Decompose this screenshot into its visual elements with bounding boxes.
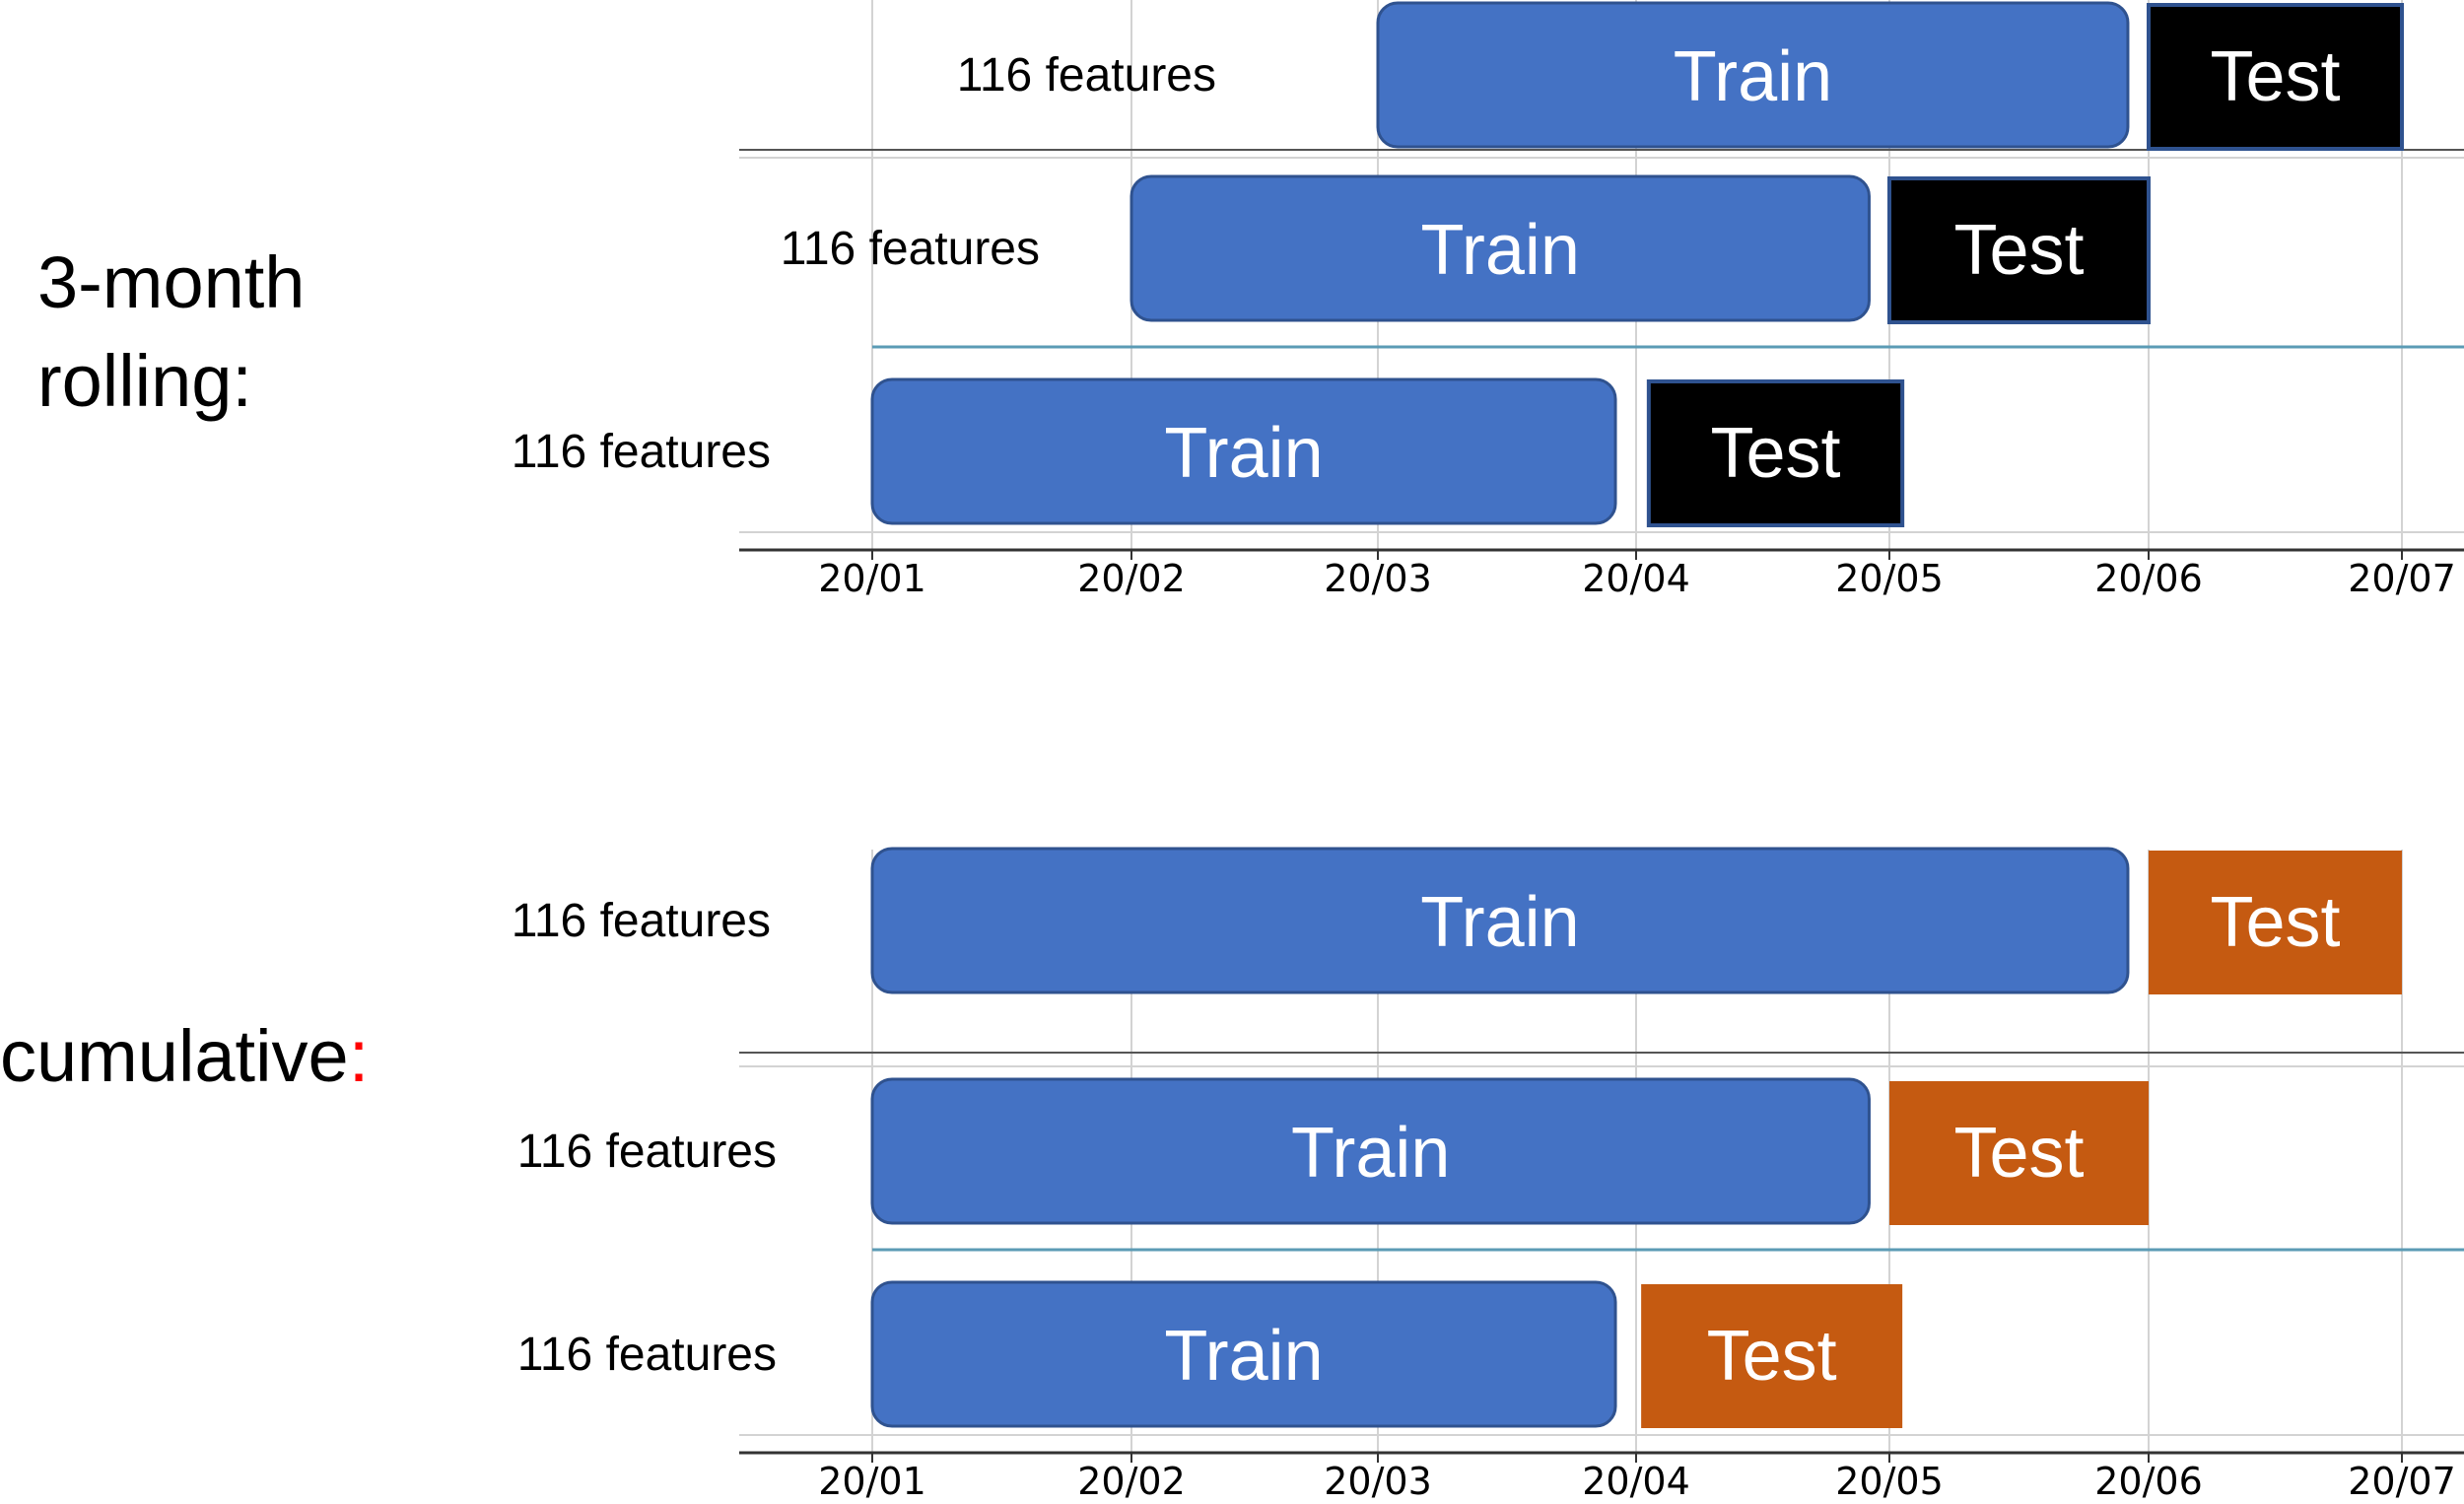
rolling-x-axis: 20/01 20/02 20/03 20/04 20/05 20/06 20/07 (739, 548, 2464, 600)
train-bar-label: Train (1421, 211, 1580, 290)
train-bar-label: Train (1420, 883, 1579, 962)
cumulative-label-colon: : (349, 1015, 370, 1097)
test-bar (2147, 3, 2404, 151)
features-label: 116 features (512, 426, 771, 478)
test-bar (2149, 851, 2402, 994)
rolling-label-line1: 3-month (37, 241, 305, 323)
train-bar-label: Train (1291, 1114, 1450, 1193)
x-tick-label: 20/05 (1835, 1460, 1944, 1503)
cumulative-label: cumulative: (0, 1015, 369, 1097)
test-bar-label: Test (1710, 414, 1840, 493)
test-bar-label: Test (1953, 211, 2084, 290)
split-row: 116 features Train Test (512, 847, 2402, 994)
x-tick-label: 20/01 (818, 1460, 926, 1503)
x-tick-label: 20/06 (2094, 1460, 2203, 1503)
train-bar-label: Train (1164, 414, 1323, 493)
train-bar-label: Train (1164, 1317, 1323, 1396)
x-tick-label: 20/02 (1077, 1460, 1186, 1503)
rolling-label-line2: rolling: (37, 340, 252, 422)
split-row: 116 features Train Test (957, 1, 2404, 151)
x-tick-label: 20/04 (1582, 557, 1690, 600)
split-row: 116 features Train Test (517, 1077, 2149, 1225)
split-row: 116 features Train Test (512, 377, 1905, 527)
train-bar (870, 377, 1617, 525)
x-tick-label: 20/07 (2348, 1460, 2456, 1503)
test-bar-label: Test (1953, 1114, 2084, 1193)
train-bar (870, 847, 2130, 994)
x-tick-label: 20/04 (1582, 1460, 1690, 1503)
features-label: 116 features (517, 1329, 777, 1381)
test-bar (1641, 1284, 1903, 1428)
test-bar (1889, 1081, 2149, 1225)
cumulative-x-axis: 20/01 20/02 20/03 20/04 20/05 20/06 20/07 (739, 1451, 2464, 1503)
test-bar (1887, 176, 2151, 324)
split-row: 116 features Train Test (781, 174, 2151, 324)
test-bar (1646, 379, 1905, 527)
features-label: 116 features (517, 1126, 777, 1178)
features-label: 116 features (781, 223, 1040, 275)
test-bar-label: Test (1707, 1317, 1837, 1396)
x-tick-label: 20/03 (1324, 1460, 1432, 1503)
train-bar-label: Train (1674, 37, 1832, 116)
train-bar (870, 1077, 1871, 1225)
x-tick-label: 20/02 (1077, 557, 1186, 600)
x-tick-label: 20/05 (1835, 557, 1944, 600)
x-tick-label: 20/07 (2348, 557, 2456, 600)
cumulative-label-text: cumulative (0, 1015, 349, 1097)
x-tick-label: 20/03 (1324, 557, 1432, 600)
x-tick-label: 20/01 (818, 557, 926, 600)
split-row: 116 features Train Test (517, 1280, 1903, 1428)
features-label: 116 features (512, 895, 771, 947)
train-bar (1376, 1, 2130, 149)
features-label: 116 features (957, 49, 1216, 102)
train-bar (870, 1280, 1617, 1428)
x-tick-label: 20/06 (2094, 557, 2203, 600)
test-bar-label: Test (2210, 37, 2340, 116)
train-bar (1129, 174, 1871, 322)
test-bar-label: Test (2210, 883, 2340, 962)
